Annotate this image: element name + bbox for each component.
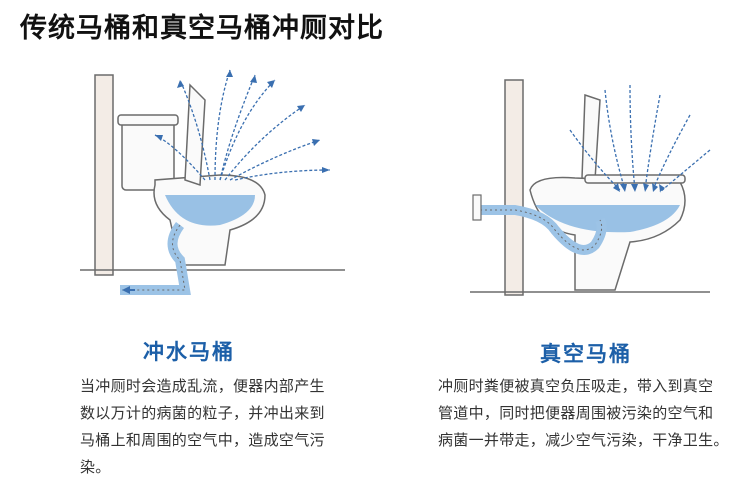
description-line: 数以万计的病菌的粒子，并冲出来到	[80, 404, 325, 422]
flush-toilet-illustration	[80, 69, 345, 295]
description-line: 管道中，同时把便器周围被污染的空气和	[438, 404, 714, 422]
toilet-body	[117, 83, 266, 266]
arrow-heads	[155, 70, 330, 173]
description-line: 染。	[80, 458, 111, 476]
description-line: 马桶上和周围的空气中，造成空气污	[80, 431, 325, 449]
wall	[470, 79, 710, 296]
drain-pipe	[120, 222, 191, 295]
flush-toilet-caption: 冲水马桶	[143, 340, 235, 364]
flush-toilet-description: 当冲厕时会造成乱流，便器内部产生 数以万计的病菌的粒子，并冲出来到 马桶上和周围…	[80, 373, 365, 481]
vacuum-toilet-description: 冲厕时粪便被真空负压吸走，带入到真空 管道中，同时把便器周围被污染的空气和 病菌…	[438, 373, 738, 454]
toilet-body	[529, 93, 686, 291]
description-line: 当冲厕时会造成乱流，便器内部产生	[80, 377, 325, 395]
description-line: 冲厕时粪便被真空负压吸走，带入到真空	[438, 377, 714, 395]
arrow-heads	[613, 183, 665, 192]
description-line: 病菌一并带走，减少空气污染，干净卫生。	[438, 431, 729, 449]
page-title: 传统马桶和真空马桶冲厕对比	[20, 13, 384, 44]
vacuum-toilet-illustration	[470, 79, 711, 296]
vacuum-toilet-caption: 真空马桶	[540, 342, 632, 366]
vacuum-pipe	[472, 194, 607, 255]
wall	[80, 74, 345, 276]
